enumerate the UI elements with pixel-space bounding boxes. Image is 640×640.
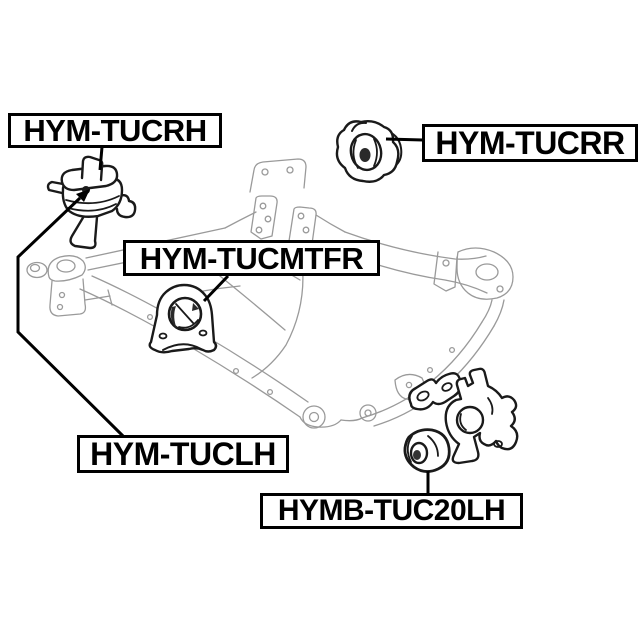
part-label-hym-tucrr: HYM-TUCRR (422, 124, 638, 162)
part-label-hym-tuclh: HYM-TUCLH (77, 435, 289, 473)
leader-lines (16, 137, 430, 494)
engine-mount-right-part (46, 155, 137, 250)
part-label-hymb-tuc20lh: HYMB-TUC20LH (260, 493, 523, 529)
arm-bushing-part (403, 428, 451, 473)
engine-mount-rear-part (335, 119, 403, 183)
leader-hym-tucrr (385, 137, 424, 142)
leader-hym-tucmtfr (202, 274, 230, 303)
part-label-hym-tucrh: HYM-TUCRH (8, 113, 222, 148)
leader-hym-tuclh-arrowhead (76, 189, 90, 202)
leader-hym-tucrh (98, 146, 104, 171)
engine-mount-front-part (148, 283, 218, 354)
engine-mount-left-bracket-part (403, 367, 519, 473)
part-label-hym-tucmtfr: HYM-TUCMTFR (123, 240, 380, 276)
leader-hym-tuclh (16, 196, 125, 438)
